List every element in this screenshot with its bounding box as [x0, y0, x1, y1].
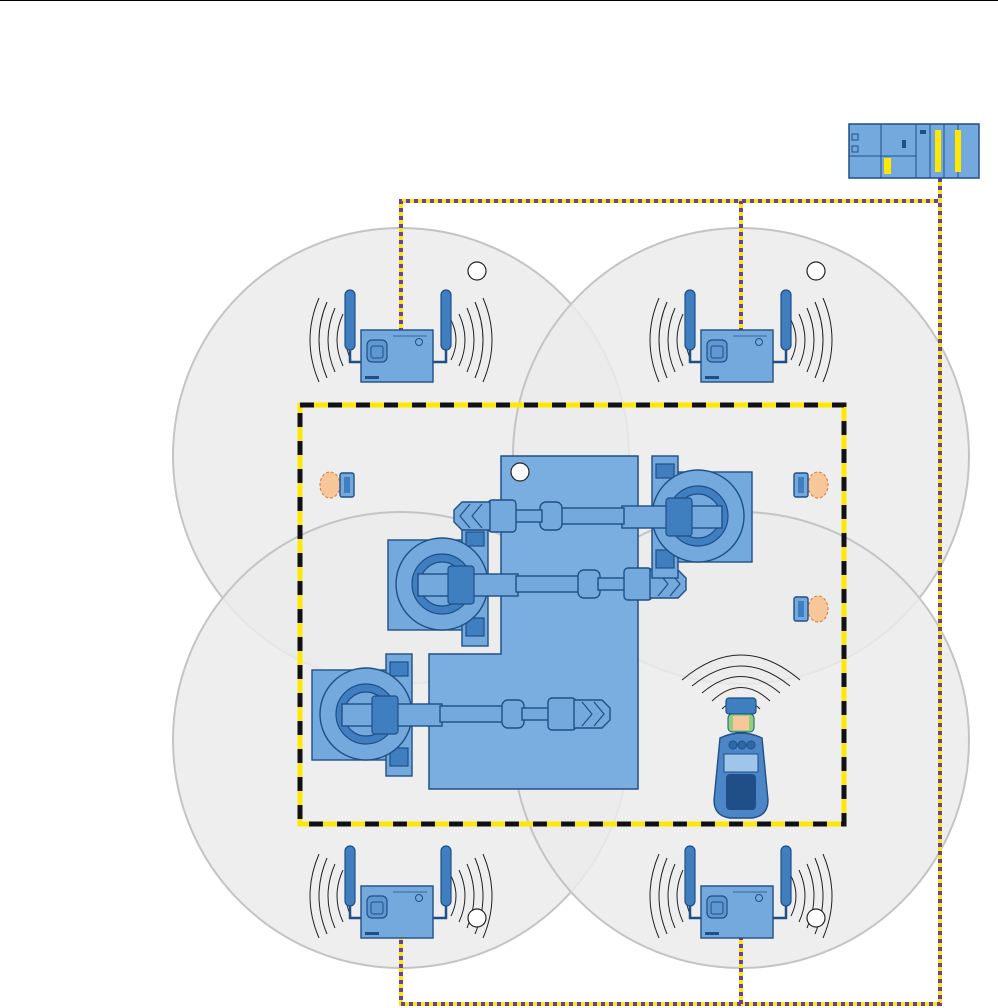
light-barrier-sensor-icon: [320, 472, 354, 498]
callout-bottom-right: [807, 909, 825, 927]
light-barrier-sensor-icon: [794, 472, 828, 498]
callout-top-right: [807, 262, 825, 280]
plc-rack-icon: [849, 124, 979, 178]
callout-conveyor: [511, 463, 529, 481]
light-barrier-sensor-icon: [794, 596, 828, 622]
callout-top-left: [468, 262, 486, 280]
callout-bottom-left: [468, 909, 486, 927]
